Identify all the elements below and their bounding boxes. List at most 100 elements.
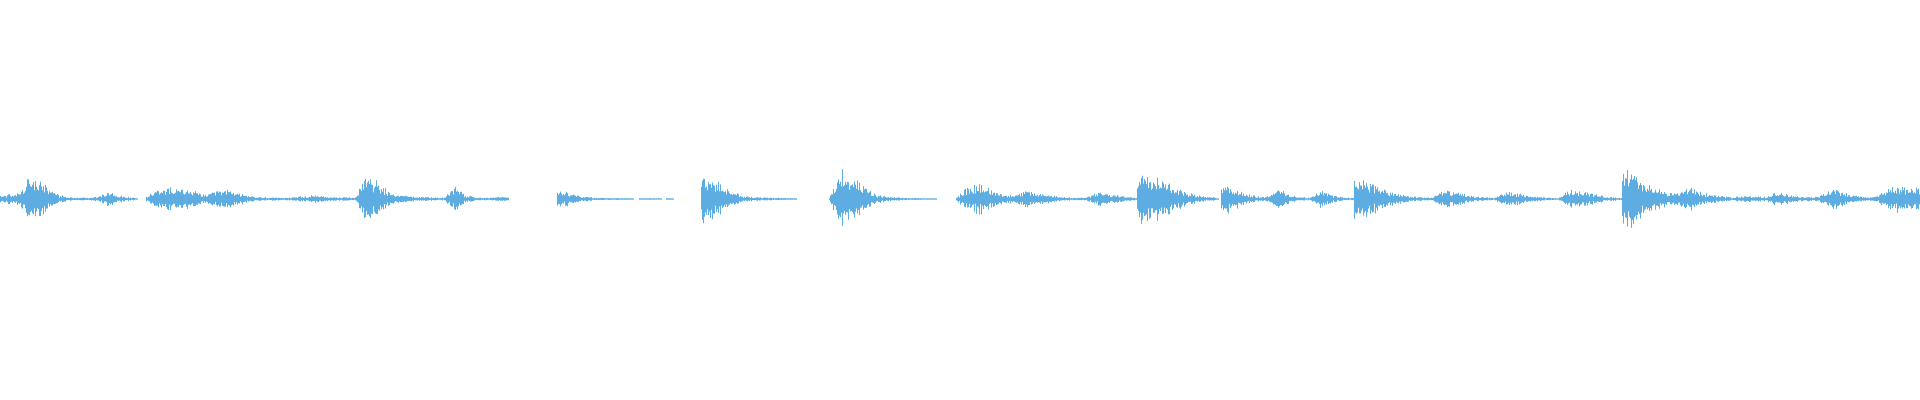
waveform-sample (971, 191, 972, 207)
waveform-sample (613, 198, 614, 200)
waveform-sample (320, 196, 321, 201)
waveform-sample (722, 190, 723, 208)
waveform-sample (1760, 196, 1761, 202)
waveform-sample (1762, 197, 1763, 201)
waveform-sample (1909, 192, 1910, 207)
waveform-sample (1480, 197, 1481, 200)
waveform-sample (50, 192, 51, 205)
waveform-sample (1857, 196, 1858, 201)
waveform-sample (1822, 195, 1823, 203)
waveform-sample (132, 197, 133, 200)
waveform-sample (1120, 196, 1121, 202)
waveform-sample (1772, 196, 1773, 203)
waveform-sample (1386, 193, 1387, 205)
waveform-sample (646, 198, 647, 200)
waveform-sample (156, 192, 157, 206)
waveform-sample (1879, 195, 1880, 203)
waveform-sample (1902, 187, 1903, 209)
waveform-sample (1916, 187, 1917, 210)
waveform-sample (1607, 197, 1608, 201)
waveform-sample (1182, 193, 1183, 205)
waveform-sample (435, 197, 436, 201)
waveform-sample (1475, 197, 1476, 201)
waveform-sample (1293, 197, 1294, 201)
waveform-sample (1866, 197, 1867, 201)
waveform-sample (631, 198, 632, 200)
waveform-sample (1313, 196, 1314, 202)
waveform-sample (773, 198, 774, 201)
waveform-sample (733, 193, 734, 203)
waveform-sample (871, 195, 872, 203)
waveform-sample (923, 198, 924, 200)
waveform-sample (659, 198, 660, 200)
waveform-sample (1363, 180, 1364, 216)
waveform-sample (1861, 196, 1862, 202)
waveform-sample (266, 198, 267, 200)
waveform-sample (27, 179, 28, 217)
waveform-sample (1367, 186, 1368, 213)
waveform-sample (1014, 196, 1015, 202)
waveform-sample (1495, 197, 1496, 201)
waveform-sample (404, 196, 405, 202)
waveform-sample (839, 184, 840, 216)
waveform-sample (229, 192, 230, 206)
waveform-sample (264, 197, 265, 201)
waveform-sample (1296, 197, 1297, 201)
waveform-sample (1364, 185, 1365, 213)
waveform-sample (573, 194, 574, 204)
waveform-sample (1401, 196, 1402, 202)
waveform-sample (1680, 193, 1681, 206)
waveform-sample (134, 198, 135, 200)
waveform-sample (604, 198, 605, 200)
waveform-sample (574, 195, 575, 202)
waveform-sample (244, 196, 245, 202)
waveform-sample (148, 197, 149, 201)
waveform-sample (1309, 198, 1310, 200)
waveform-sample (898, 197, 899, 201)
waveform-sample (1810, 197, 1811, 201)
waveform-sample (1556, 198, 1557, 200)
waveform-sample (78, 198, 79, 200)
waveform-sample (341, 198, 342, 200)
waveform-sample (1437, 195, 1438, 203)
waveform-sample (1175, 192, 1176, 205)
waveform-sample (1422, 197, 1423, 200)
waveform-sample (189, 193, 190, 205)
waveform-sample (1270, 196, 1271, 203)
waveform-sample (701, 186, 702, 210)
waveform-sample (1334, 196, 1335, 202)
waveform-sample (1523, 195, 1524, 204)
waveform-sample (1665, 193, 1666, 204)
waveform-sample (111, 194, 112, 204)
waveform-sample (1707, 196, 1708, 202)
waveform-sample (1304, 197, 1305, 201)
waveform-sample (832, 194, 833, 204)
waveform-sample (1104, 195, 1105, 204)
waveform-sample (745, 197, 746, 201)
waveform-sample (756, 197, 757, 201)
waveform-sample (1323, 195, 1324, 203)
waveform-sample (836, 189, 837, 210)
waveform-sample (784, 198, 785, 200)
waveform-sample (460, 191, 461, 206)
waveform-sample (173, 194, 174, 204)
waveform-sample (131, 198, 132, 200)
waveform-sample (84, 197, 85, 201)
waveform-sample (967, 187, 968, 208)
waveform-sample (378, 185, 379, 210)
waveform-sample (1666, 194, 1667, 205)
waveform-sample (654, 198, 655, 200)
waveform-sample (1747, 197, 1748, 201)
waveform-sample (257, 197, 258, 201)
waveform-sample (795, 198, 796, 200)
waveform-sample (1673, 195, 1674, 203)
waveform-sample (583, 197, 584, 202)
waveform-sample (275, 197, 276, 201)
waveform-sample (321, 196, 322, 202)
waveform-sample (1065, 198, 1066, 201)
waveform-sample (207, 196, 208, 203)
waveform-sample (1064, 197, 1065, 201)
waveform-sample (1764, 196, 1765, 201)
